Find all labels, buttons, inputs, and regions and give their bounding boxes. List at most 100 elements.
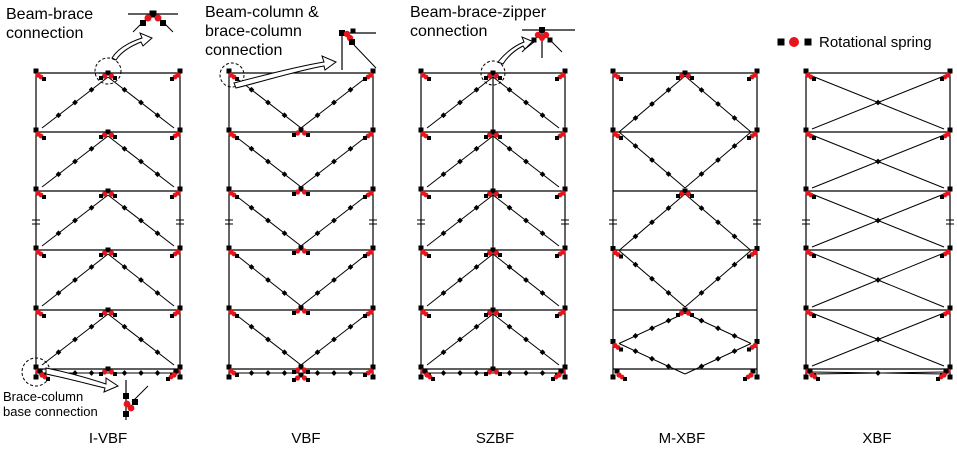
node-square bbox=[551, 377, 555, 381]
brace-node-diamond bbox=[523, 336, 529, 343]
x-brace-intersection bbox=[875, 336, 881, 343]
frame-label-szbf: SZBF bbox=[475, 430, 515, 447]
node-square bbox=[676, 313, 680, 317]
brace-node-diamond bbox=[715, 355, 721, 362]
node-square bbox=[292, 133, 296, 137]
column-base-node bbox=[754, 374, 760, 380]
brace-node-diamond bbox=[121, 204, 128, 211]
node-square bbox=[33, 364, 39, 370]
brace-node-diamond bbox=[265, 336, 271, 343]
brace-node-diamond bbox=[314, 230, 321, 237]
node-square bbox=[490, 366, 496, 372]
node-square bbox=[292, 192, 296, 196]
spring-dot bbox=[493, 310, 500, 316]
node-square bbox=[562, 364, 568, 370]
node-square bbox=[132, 399, 138, 405]
node-square bbox=[235, 195, 239, 199]
legend-spring-dot bbox=[789, 37, 799, 47]
node-square bbox=[177, 68, 183, 74]
zipper-detail bbox=[521, 27, 575, 58]
spring-dot bbox=[108, 369, 115, 375]
spring-dot bbox=[301, 248, 308, 254]
spring-dot bbox=[493, 191, 500, 197]
brace-node-diamond bbox=[731, 233, 738, 240]
node-square bbox=[363, 136, 367, 140]
brace-node-diamond bbox=[347, 86, 354, 93]
node-square bbox=[610, 246, 616, 251]
brace-node-diamond bbox=[698, 363, 705, 370]
node-square bbox=[105, 366, 111, 372]
brace-node-diamond bbox=[347, 370, 354, 376]
node-square bbox=[306, 378, 310, 382]
spring-dot bbox=[493, 73, 500, 79]
brace-node-diamond bbox=[347, 264, 354, 270]
node-square bbox=[173, 368, 179, 374]
legend-node-square bbox=[804, 38, 812, 46]
node-square bbox=[418, 186, 424, 192]
node-square bbox=[490, 70, 496, 76]
node-square bbox=[105, 188, 111, 194]
brace-node-diamond bbox=[88, 370, 95, 376]
node-square bbox=[306, 311, 310, 315]
brace-node-diamond bbox=[248, 86, 255, 93]
x-brace-intersection bbox=[875, 99, 881, 106]
brace-node-diamond bbox=[121, 264, 128, 270]
node-square bbox=[99, 313, 103, 317]
brace-node-diamond bbox=[440, 230, 447, 237]
spring-dot bbox=[101, 73, 108, 79]
node-square bbox=[226, 364, 232, 370]
node-square bbox=[690, 194, 694, 198]
brace-node-diamond bbox=[473, 323, 480, 330]
brace-node-diamond bbox=[715, 325, 721, 332]
node-square bbox=[99, 194, 103, 198]
node-square bbox=[418, 305, 424, 311]
brace-node-diamond bbox=[731, 333, 738, 339]
spring-dot bbox=[101, 132, 108, 138]
brace-node-diamond bbox=[138, 158, 144, 165]
spring-dot bbox=[127, 404, 135, 412]
spring-dot bbox=[301, 189, 308, 195]
node-square bbox=[42, 254, 46, 258]
node-square bbox=[555, 136, 559, 140]
node-square bbox=[803, 127, 809, 133]
node-square bbox=[539, 27, 545, 33]
column-base-node bbox=[226, 374, 232, 380]
spring-dot bbox=[301, 130, 308, 136]
brace-node-diamond bbox=[88, 323, 95, 330]
node-square bbox=[292, 370, 296, 374]
brace-node-diamond bbox=[265, 158, 271, 165]
node-square bbox=[812, 254, 816, 258]
node-square bbox=[170, 314, 174, 318]
x-brace-intersection bbox=[875, 370, 881, 376]
spring-dot bbox=[294, 130, 301, 136]
node-square bbox=[350, 28, 356, 34]
node-square bbox=[99, 253, 103, 257]
brace-node-diamond bbox=[731, 115, 738, 121]
brace-node-diamond bbox=[248, 370, 255, 376]
node-square bbox=[105, 129, 111, 135]
brace-node-diamond bbox=[121, 86, 128, 93]
spring-dot bbox=[301, 308, 308, 314]
brace-node-diamond bbox=[506, 204, 513, 211]
brace-node-diamond bbox=[731, 348, 738, 354]
node-square bbox=[754, 339, 760, 344]
brace-node-diamond bbox=[138, 336, 144, 343]
brace-node-diamond bbox=[539, 112, 546, 119]
node-square bbox=[113, 76, 117, 80]
column-base-node bbox=[947, 374, 953, 380]
brace-node-diamond bbox=[331, 217, 337, 224]
brace-node-diamond bbox=[665, 363, 672, 370]
x-brace-intersection bbox=[875, 277, 881, 283]
node-square bbox=[816, 377, 820, 381]
node-square bbox=[306, 370, 310, 374]
node-square bbox=[562, 127, 568, 133]
node-square bbox=[803, 186, 809, 192]
brace-node-diamond bbox=[715, 275, 721, 282]
brace-node-diamond bbox=[523, 370, 529, 376]
brace-node-diamond bbox=[331, 277, 337, 283]
node-square bbox=[498, 372, 502, 376]
node-square bbox=[105, 247, 111, 253]
spring-dot bbox=[144, 14, 152, 22]
